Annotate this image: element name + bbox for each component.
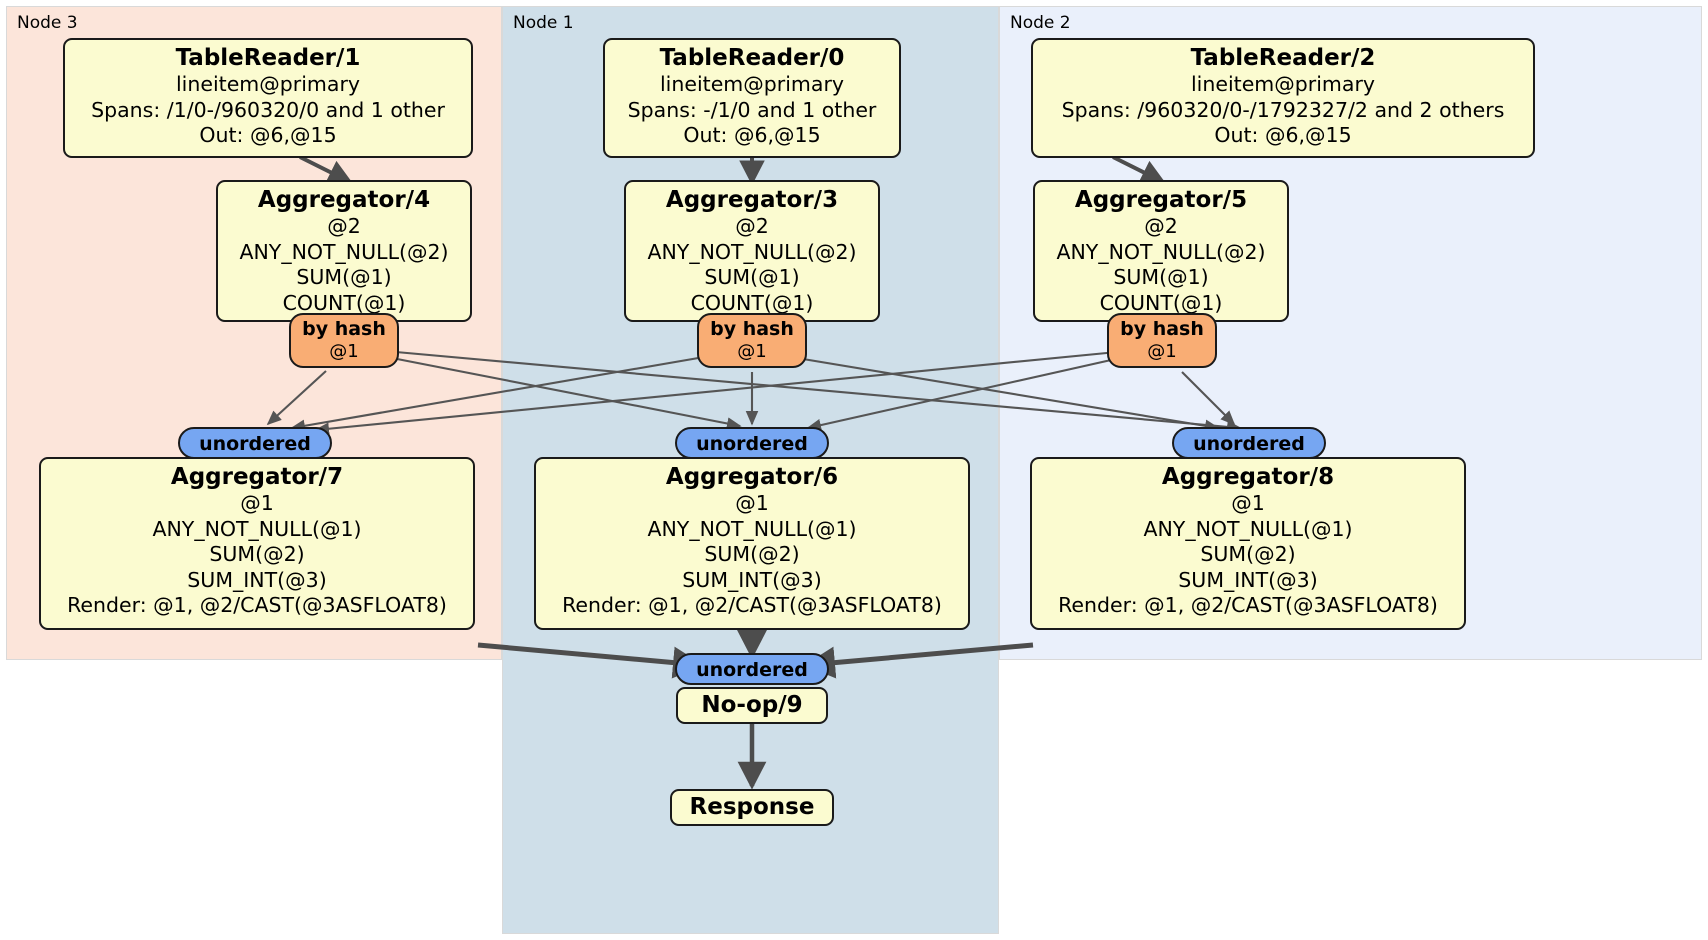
processor-aggregator-3[interactable]: Aggregator/3 @2 ANY_NOT_NULL(@2) SUM(@1)…	[624, 180, 880, 322]
processor-line-agg1: ANY_NOT_NULL(@1)	[152, 516, 362, 541]
panel-node-3-label: Node 3	[17, 13, 78, 33]
processor-no-op-9[interactable]: No-op/9	[676, 687, 828, 724]
output-router-by-hash-mid[interactable]: by hash @1	[697, 313, 807, 368]
processor-line-agg3: COUNT(@1)	[690, 290, 814, 315]
processor-line-spans: Spans: -/1/0 and 1 other	[627, 97, 877, 122]
processor-aggregator-7[interactable]: Aggregator/7 @1 ANY_NOT_NULL(@1) SUM(@2)…	[39, 457, 475, 630]
processor-table-reader-1[interactable]: TableReader/1 lineitem@primary Spans: /1…	[63, 38, 473, 158]
processor-line-out: Out: @6,@15	[1214, 123, 1352, 147]
processor-line-index: lineitem@primary	[659, 72, 845, 96]
processor-line-groupcol: @2	[1144, 214, 1178, 238]
processor-line-groupcol: @1	[1231, 491, 1265, 515]
processor-aggregator-8[interactable]: Aggregator/8 @1 ANY_NOT_NULL(@1) SUM(@2)…	[1030, 457, 1466, 630]
input-sync-unordered-mid[interactable]: unordered	[675, 427, 829, 459]
processor-line-render: Render: @1, @2/CAST(@3ASFLOAT8)	[562, 593, 942, 617]
processor-line-agg2: SUM(@1)	[296, 265, 392, 289]
processor-line-agg3: SUM_INT(@3)	[187, 567, 327, 592]
processor-line-groupcol: @2	[735, 214, 769, 238]
processor-line-agg1: ANY_NOT_NULL(@2)	[647, 239, 857, 264]
processor-line-agg1: ANY_NOT_NULL(@1)	[1143, 516, 1353, 541]
processor-line-agg2: SUM(@2)	[209, 542, 305, 566]
processor-line-agg2: SUM(@1)	[704, 265, 800, 289]
router-label: by hash	[710, 318, 794, 340]
processor-table-reader-0[interactable]: TableReader/0 lineitem@primary Spans: -/…	[603, 38, 901, 158]
processor-title: Aggregator/6	[665, 464, 839, 490]
processor-line-agg1: ANY_NOT_NULL(@2)	[239, 239, 449, 264]
processor-line-agg3: SUM_INT(@3)	[682, 567, 822, 592]
processor-title: Aggregator/4	[257, 187, 431, 213]
processor-title: TableReader/0	[659, 45, 845, 71]
panel-node-2-label: Node 2	[1010, 13, 1071, 33]
processor-line-agg1: ANY_NOT_NULL(@1)	[647, 516, 857, 541]
panel-node-1-label: Node 1	[513, 13, 574, 33]
sync-label: unordered	[1193, 433, 1305, 455]
processor-aggregator-4[interactable]: Aggregator/4 @2 ANY_NOT_NULL(@2) SUM(@1)…	[216, 180, 472, 322]
processor-line-render: Render: @1, @2/CAST(@3ASFLOAT8)	[67, 593, 447, 617]
processor-title: Aggregator/7	[170, 464, 344, 490]
processor-title: Aggregator/8	[1161, 464, 1335, 490]
router-column: @1	[1147, 341, 1177, 362]
processor-line-agg2: SUM(@1)	[1113, 265, 1209, 289]
processor-line-out: Out: @6,@15	[683, 123, 821, 147]
input-sync-unordered-final[interactable]: unordered	[675, 653, 829, 685]
processor-line-groupcol: @1	[735, 491, 769, 515]
processor-line-spans: Spans: /1/0-/960320/0 and 1 other	[91, 97, 445, 122]
router-label: by hash	[302, 318, 386, 340]
processor-title: No-op/9	[701, 692, 803, 718]
processor-line-index: lineitem@primary	[175, 72, 361, 96]
router-label: by hash	[1120, 318, 1204, 340]
processor-table-reader-2[interactable]: TableReader/2 lineitem@primary Spans: /9…	[1031, 38, 1535, 158]
output-router-by-hash-left[interactable]: by hash @1	[289, 313, 399, 368]
processor-title: TableReader/2	[1190, 45, 1376, 71]
processor-title: Aggregator/3	[665, 187, 839, 213]
processor-line-out: Out: @6,@15	[199, 123, 337, 147]
processor-title: Aggregator/5	[1074, 187, 1248, 213]
processor-line-groupcol: @2	[327, 214, 361, 238]
processor-line-agg1: ANY_NOT_NULL(@2)	[1056, 239, 1266, 264]
processor-line-agg3: SUM_INT(@3)	[1178, 567, 1318, 592]
processor-title: TableReader/1	[175, 45, 361, 71]
router-column: @1	[737, 341, 767, 362]
processor-aggregator-5[interactable]: Aggregator/5 @2 ANY_NOT_NULL(@2) SUM(@1)…	[1033, 180, 1289, 322]
processor-line-groupcol: @1	[240, 491, 274, 515]
processor-line-index: lineitem@primary	[1190, 72, 1376, 96]
processor-response[interactable]: Response	[670, 789, 834, 826]
processor-title: Response	[689, 794, 815, 820]
processor-line-spans: Spans: /960320/0-/1792327/2 and 2 others	[1061, 97, 1505, 122]
sync-label: unordered	[696, 659, 808, 681]
input-sync-unordered-left[interactable]: unordered	[178, 427, 332, 459]
processor-line-agg2: SUM(@2)	[704, 542, 800, 566]
sync-label: unordered	[696, 433, 808, 455]
processor-line-render: Render: @1, @2/CAST(@3ASFLOAT8)	[1058, 593, 1438, 617]
processor-line-agg2: SUM(@2)	[1200, 542, 1296, 566]
processor-line-agg3: COUNT(@1)	[282, 290, 406, 315]
sync-label: unordered	[199, 433, 311, 455]
router-column: @1	[329, 341, 359, 362]
processor-aggregator-6[interactable]: Aggregator/6 @1 ANY_NOT_NULL(@1) SUM(@2)…	[534, 457, 970, 630]
output-router-by-hash-right[interactable]: by hash @1	[1107, 313, 1217, 368]
processor-line-agg3: COUNT(@1)	[1099, 290, 1223, 315]
input-sync-unordered-right[interactable]: unordered	[1172, 427, 1326, 459]
